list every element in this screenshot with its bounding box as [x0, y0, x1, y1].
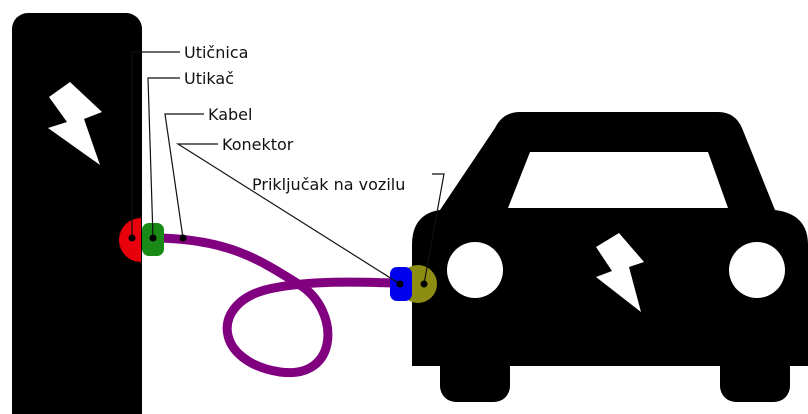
- cable: [155, 233, 397, 378]
- station-bolt-icon: [48, 82, 102, 165]
- plug-leader-line: [147, 77, 180, 239]
- car-wheel-right: [720, 350, 790, 402]
- car-headlight-right: [729, 242, 785, 298]
- car-wheel-left: [440, 350, 510, 402]
- vehicle-inlet-dot: [420, 280, 428, 288]
- connector-leader-line: [175, 143, 401, 285]
- plug-label: Utikač: [184, 69, 234, 88]
- connector-dot: [396, 280, 404, 288]
- car-headlight-left: [447, 242, 503, 298]
- cable-leader-line: [164, 113, 204, 239]
- car-bolt-icon: [596, 233, 644, 312]
- charging-station: [12, 13, 142, 414]
- station-body: [12, 13, 142, 414]
- outlet-dot: [128, 234, 136, 242]
- plug-dot: [149, 234, 157, 242]
- car-windshield: [508, 152, 728, 208]
- car: [412, 112, 808, 402]
- outlet-label: Utičnica: [184, 43, 248, 62]
- connector-label: Konektor: [222, 135, 294, 154]
- outlet-leader-line: [131, 51, 180, 238]
- vehicle-inlet-label: Priključak na vozilu: [252, 175, 405, 194]
- cable-label: Kabel: [208, 105, 252, 124]
- cable-dot: [179, 234, 187, 242]
- vehicle-inlet-leader-line: [423, 173, 445, 285]
